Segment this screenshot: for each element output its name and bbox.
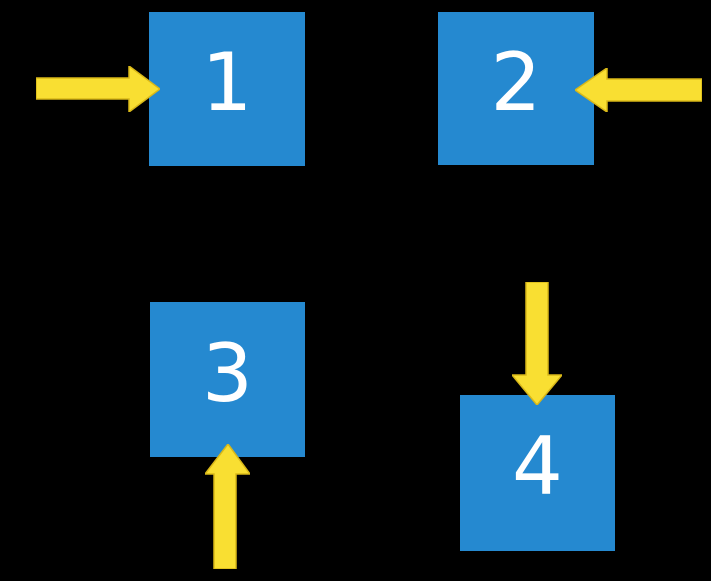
arrow-up-shape — [205, 444, 250, 569]
step-square-4: 4 — [460, 395, 615, 551]
square-number-label: 4 — [512, 420, 563, 513]
arrow-down-icon — [512, 282, 562, 405]
square-number-label: 2 — [490, 35, 542, 129]
arrow-left-icon — [575, 68, 702, 112]
arrow-down-shape — [512, 282, 562, 405]
square-number-label: 3 — [202, 326, 253, 420]
arrow-right-icon — [36, 66, 160, 112]
square-number-label: 1 — [201, 36, 253, 129]
step-square-3: 3 — [150, 302, 305, 457]
arrow-left-shape — [575, 68, 702, 112]
arrow-right-shape — [36, 66, 160, 112]
arrow-up-icon — [205, 444, 250, 569]
step-square-1: 1 — [149, 12, 305, 166]
step-square-2: 2 — [438, 12, 594, 165]
